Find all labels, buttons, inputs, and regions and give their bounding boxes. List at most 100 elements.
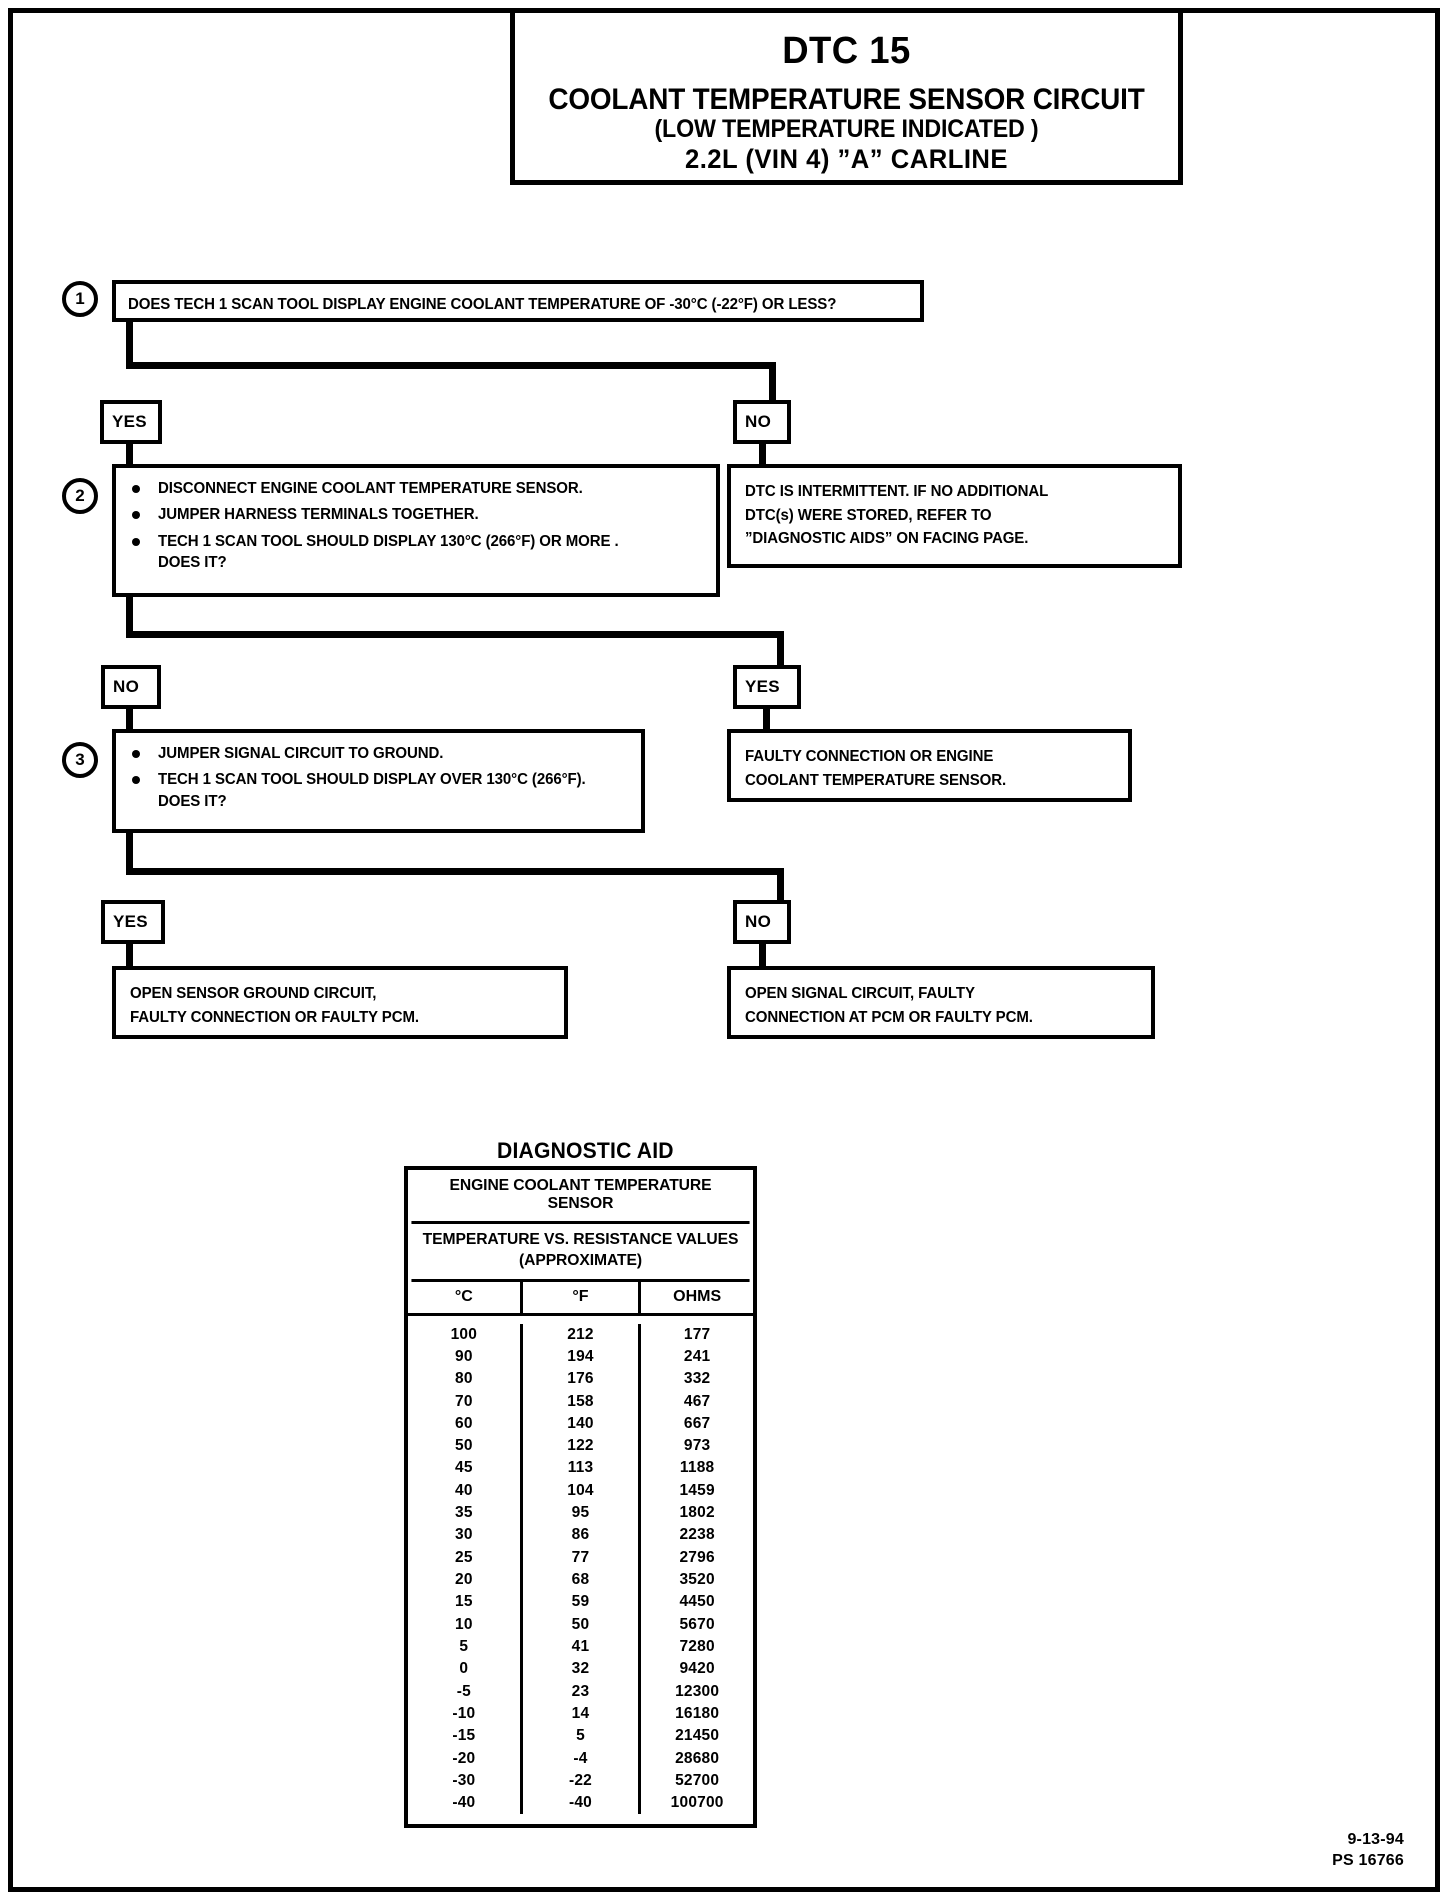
- table-cell: -40: [452, 1794, 476, 1812]
- branch-no-3: NO: [733, 900, 791, 944]
- table-cell: -40: [568, 1794, 592, 1812]
- table-cell: 0: [459, 1660, 469, 1678]
- connector-v-yes2-outcome: [763, 709, 770, 731]
- table-cell: 1459: [679, 1481, 715, 1499]
- connector-v-no2-step3: [126, 709, 133, 731]
- table-cell: 122: [567, 1437, 594, 1455]
- table-cell: 30: [455, 1526, 473, 1544]
- step-2-bullet-list: DISCONNECT ENGINE COOLANT TEMPERATURE SE…: [132, 478, 633, 579]
- connector-h-step2: [126, 631, 784, 638]
- step-3-box: JUMPER SIGNAL CIRCUIT TO GROUND. TECH 1 …: [112, 729, 645, 833]
- bullet-dot-icon: [132, 776, 140, 785]
- table-cell: 15: [455, 1593, 473, 1611]
- outcome-open-ground-box: OPEN SENSOR GROUND CIRCUIT, FAULTY CONNE…: [112, 966, 568, 1039]
- table-cell: 667: [683, 1414, 711, 1432]
- outcome-intermittent-box: DTC IS INTERMITTENT. IF NO ADDITIONAL DT…: [727, 464, 1182, 568]
- table-header-temp-vs-resistance: TEMPERATURE VS. RESISTANCE VALUES (APPRO…: [411, 1224, 750, 1282]
- table-cell: 2796: [679, 1548, 715, 1566]
- title-line-carline: 2.2L (VIN 4) ”A” CARLINE: [684, 144, 1009, 174]
- step-3-bullet-list: JUMPER SIGNAL CIRCUIT TO GROUND. TECH 1 …: [132, 743, 599, 817]
- connector-h-step3: [126, 868, 784, 875]
- step-2-bullet-item: DISCONNECT ENGINE COOLANT TEMPERATURE SE…: [132, 478, 633, 499]
- table-cell: 28680: [675, 1749, 720, 1767]
- step-2-bullet-text: TECH 1 SCAN TOOL SHOULD DISPLAY 130°C (2…: [158, 532, 619, 572]
- table-cell: -30: [452, 1771, 476, 1789]
- table-cell: 90: [455, 1347, 473, 1365]
- footer-code: PS 16766: [1332, 1852, 1404, 1870]
- footer-date: 9-13-94: [1347, 1830, 1404, 1848]
- step-number-1: 1: [62, 281, 98, 317]
- connector-v-yes3-outcome: [126, 944, 133, 968]
- title-block: DTC 15 COOLANT TEMPERATURE SENSOR CIRCUI…: [510, 10, 1183, 185]
- table-cell: 5: [459, 1637, 469, 1655]
- step-number-2: 2: [62, 478, 98, 514]
- table-cell: -5: [456, 1682, 471, 1700]
- bullet-dot-icon: [132, 537, 140, 546]
- connector-v-step2: [126, 597, 133, 638]
- table-cell: 12300: [675, 1682, 720, 1700]
- connector-v-step1-no: [769, 362, 776, 402]
- outcome-faulty-connection-box: FAULTY CONNECTION OR ENGINE COOLANT TEMP…: [727, 729, 1132, 802]
- table-cell: 104: [567, 1481, 594, 1499]
- bullet-dot-icon: [132, 485, 140, 493]
- connector-v-step3-no: [777, 868, 784, 902]
- step-2-bullet-text: JUMPER HARNESS TERMINALS TOGETHER.: [158, 506, 479, 524]
- table-cell: 332: [683, 1370, 711, 1388]
- table-cell: 140: [567, 1414, 594, 1432]
- table-cell: 10: [455, 1615, 473, 1633]
- table-cell: 113: [567, 1459, 594, 1477]
- outcome-intermittent-text: DTC IS INTERMITTENT. IF NO ADDITIONAL DT…: [745, 483, 1049, 548]
- table-cell: 41: [571, 1637, 590, 1655]
- table-cell: -22: [568, 1771, 592, 1789]
- table-cell: 59: [571, 1593, 590, 1611]
- table-cell: 241: [683, 1347, 711, 1365]
- step-3-bullet-text: TECH 1 SCAN TOOL SHOULD DISPLAY OVER 130…: [158, 771, 586, 810]
- branch-yes-3: YES: [101, 900, 165, 944]
- step-1-box: DOES TECH 1 SCAN TOOL DISPLAY ENGINE COO…: [112, 280, 924, 322]
- outcome-open-ground-text: OPEN SENSOR GROUND CIRCUIT, FAULTY CONNE…: [130, 985, 419, 1026]
- bullet-dot-icon: [132, 511, 140, 520]
- footer-codes: 9-13-94 PS 16766: [1332, 1829, 1404, 1872]
- table-cell: 60: [455, 1414, 473, 1432]
- table-header-sensor: ENGINE COOLANT TEMPERATURE SENSOR: [411, 1170, 750, 1224]
- step-3-bullet-text: JUMPER SIGNAL CIRCUIT TO GROUND.: [158, 745, 444, 762]
- table-cell: 1802: [679, 1504, 715, 1522]
- table-cell: 50: [455, 1437, 473, 1455]
- connector-v-step2-yes: [777, 631, 784, 667]
- dtc-code: DTC 15: [782, 30, 911, 72]
- branch-no-2: NO: [101, 665, 161, 709]
- table-cell: 100700: [670, 1794, 724, 1812]
- table-cell: 9420: [679, 1660, 715, 1678]
- table-cell: 4450: [679, 1593, 715, 1611]
- branch-no-1: NO: [733, 400, 791, 444]
- column-header-ohms: OHMS: [673, 1287, 722, 1305]
- step-2-bullet-item: TECH 1 SCAN TOOL SHOULD DISPLAY 130°C (2…: [132, 531, 633, 574]
- step-3-bullet-item: JUMPER SIGNAL CIRCUIT TO GROUND.: [132, 743, 599, 764]
- table-cell: 32: [571, 1660, 590, 1678]
- table-cell: -20: [452, 1749, 476, 1767]
- connector-v-step3: [126, 833, 133, 875]
- table-cell: 80: [455, 1370, 473, 1388]
- connector-v-no1-outcome: [759, 444, 766, 466]
- table-cell: -10: [452, 1704, 476, 1722]
- table-cell: 2238: [679, 1526, 715, 1544]
- table-cell: -15: [452, 1727, 476, 1745]
- table-cell: 176: [567, 1370, 594, 1388]
- column-header-celsius: °C: [454, 1287, 473, 1305]
- table-cell: 21450: [675, 1727, 720, 1745]
- table-cell: 1188: [679, 1459, 715, 1477]
- diagnostic-aid-table: ENGINE COOLANT TEMPERATURE SENSOR TEMPER…: [404, 1166, 757, 1829]
- table-cell: 52700: [675, 1771, 720, 1789]
- table-cell: 20: [455, 1571, 473, 1589]
- diagnostic-aid-title: DIAGNOSTIC AID: [497, 1138, 674, 1163]
- table-cell: 45: [455, 1459, 473, 1477]
- step-3-bullet-item: TECH 1 SCAN TOOL SHOULD DISPLAY OVER 130…: [132, 769, 599, 812]
- connector-v-no3-outcome: [759, 944, 766, 968]
- table-column-headers: °C °F OHMS: [408, 1281, 753, 1316]
- table-cell: 973: [683, 1437, 711, 1455]
- table-cell: 23: [571, 1682, 590, 1700]
- step-2-bullet-item: JUMPER HARNESS TERMINALS TOGETHER.: [132, 504, 633, 525]
